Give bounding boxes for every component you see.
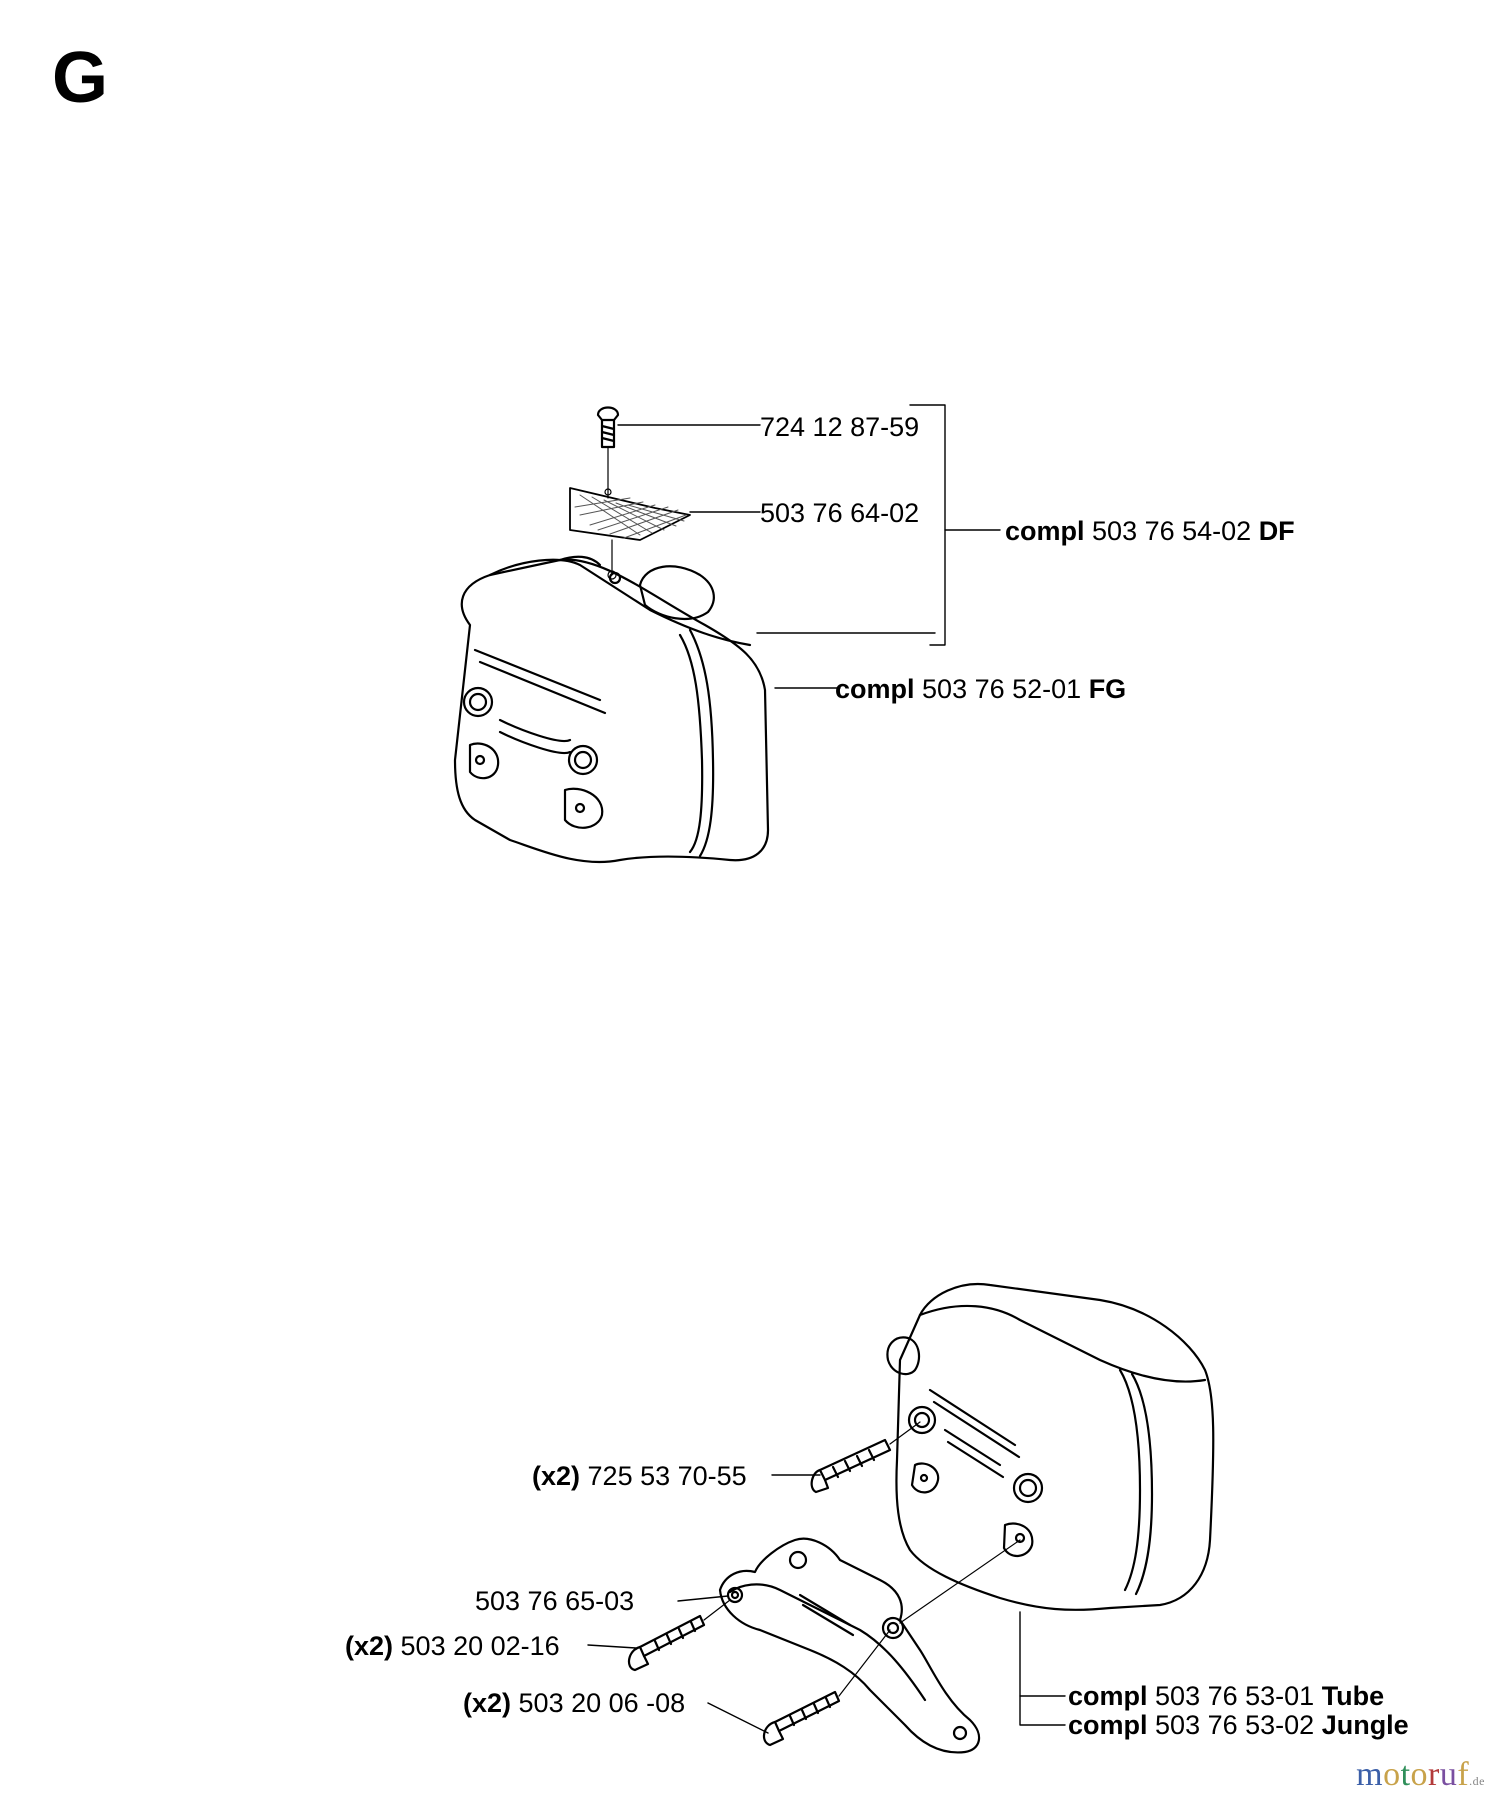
section-letter: G bbox=[52, 38, 109, 118]
lower-muffler-drawing bbox=[627, 1282, 1215, 1754]
watermark-letter: f bbox=[1457, 1756, 1470, 1793]
label-kit-tube: compl 503 76 53-01 Tube bbox=[1068, 1681, 1385, 1711]
watermark-logo: motoruf.de bbox=[1356, 1756, 1485, 1794]
label-bracket: 503 76 65-03 bbox=[475, 1586, 635, 1616]
leader-bracket-screw-b bbox=[707, 1702, 769, 1734]
label-kit-fg: compl 503 76 52-01 FG bbox=[835, 674, 1127, 704]
label-bracket-screw-a: (x2) 503 20 02-16 bbox=[345, 1631, 560, 1661]
label-kit-df: compl 503 76 54-02 DF bbox=[1005, 516, 1295, 546]
watermark-tld: .de bbox=[1469, 1774, 1485, 1788]
bracket-df bbox=[909, 404, 946, 646]
watermark-letter: t bbox=[1400, 1756, 1411, 1793]
leader-tube bbox=[1019, 1611, 1066, 1697]
label-kit-jungle: compl 503 76 53-02 Jungle bbox=[1068, 1710, 1409, 1740]
watermark-brand: motoruf bbox=[1356, 1756, 1469, 1793]
label-muffler-bolt: (x2) 725 53 70-55 bbox=[532, 1461, 747, 1491]
leader-bracket-screw-a bbox=[587, 1644, 637, 1649]
watermark-letter: m bbox=[1356, 1756, 1384, 1793]
watermark-letter: o bbox=[1410, 1756, 1429, 1793]
label-screen-part: 503 76 64-02 bbox=[760, 498, 920, 528]
leader-bracket bbox=[677, 1595, 729, 1602]
watermark-letter: u bbox=[1439, 1756, 1458, 1793]
watermark-letter: r bbox=[1428, 1756, 1440, 1793]
upper-muffler-drawing bbox=[453, 406, 770, 864]
label-bracket-screw-b: (x2) 503 20 06 -08 bbox=[463, 1688, 686, 1718]
label-screw-part: 724 12 87-59 bbox=[760, 412, 920, 442]
leader-jungle bbox=[1019, 1695, 1066, 1726]
watermark-letter: o bbox=[1383, 1756, 1401, 1793]
